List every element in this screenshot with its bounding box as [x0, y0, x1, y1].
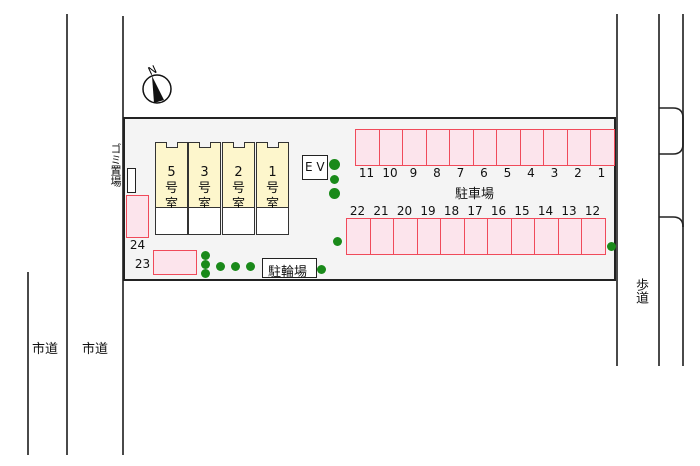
road-edge-line: [682, 14, 684, 366]
parking-slot-23: [153, 250, 197, 275]
tree-icon: [330, 175, 339, 184]
bicycle-parking-box: 駐輪場: [262, 258, 317, 280]
parking-number: 9: [409, 166, 418, 180]
road-edge-line: [66, 14, 68, 455]
parking-slot: [346, 218, 371, 255]
tree-icon: [201, 269, 210, 278]
elevator-label: E V: [305, 160, 325, 174]
parking-slot: [557, 218, 582, 255]
road-edge-line: [27, 272, 29, 455]
parking-number: 21: [373, 204, 389, 218]
parking-number: 17: [467, 204, 483, 218]
parking-slot: [566, 129, 591, 166]
parking-number: 19: [420, 204, 436, 218]
parking-number: 4: [527, 166, 535, 180]
tree-icon: [201, 251, 210, 260]
parking-slot: [590, 129, 615, 166]
garbage-area: [127, 168, 136, 193]
parking-slot: [472, 129, 497, 166]
parking-slot: [425, 129, 450, 166]
city-road-label: 市道: [32, 342, 59, 357]
parking-number: 5: [503, 166, 512, 180]
road-edge-line: [658, 14, 660, 366]
tree-icon: [201, 260, 210, 269]
parking-slot: [463, 218, 488, 255]
parking-slot: [534, 218, 559, 255]
parking-slot: [496, 129, 521, 166]
parking-number: 12: [584, 204, 601, 218]
parking-number: 24: [129, 238, 146, 252]
parking-slot: [355, 129, 380, 166]
parking-slot: [402, 129, 427, 166]
tree-icon: [329, 159, 340, 170]
tree-icon: [246, 262, 255, 271]
unit-balcony: [222, 208, 255, 235]
parking-number: 22: [349, 204, 366, 218]
parking-number: 23: [134, 257, 151, 271]
unit-balcony: [256, 208, 289, 235]
bicycle-parking-label: 駐輪場: [268, 265, 308, 280]
unit-balcony: [155, 208, 188, 235]
parking-slot: [543, 129, 568, 166]
parking-slot: [519, 129, 544, 166]
parking-number: 20: [396, 204, 413, 218]
sidewalk-label: 歩道: [633, 278, 648, 304]
tree-icon: [607, 242, 616, 251]
parking-slot: [440, 218, 465, 255]
parking-number: 14: [537, 204, 554, 218]
parking-slot: [449, 129, 474, 166]
parking-slot: [378, 129, 403, 166]
parking-number: 16: [490, 204, 507, 218]
tree-icon: [333, 237, 342, 246]
unit-entrance-notch: [233, 142, 245, 148]
unit-entrance-notch: [166, 142, 178, 148]
city-road-label: 市道: [82, 342, 109, 357]
parking-slot: [581, 218, 606, 255]
parking-number: 7: [456, 166, 465, 180]
parking-slot: [416, 218, 441, 255]
driveway-curb: [659, 107, 684, 228]
unit-entrance-notch: [199, 142, 211, 148]
parking-slot: [510, 218, 535, 255]
tree-icon: [216, 262, 225, 271]
elevator-box: E V: [302, 155, 328, 180]
parking-number: 6: [480, 166, 488, 180]
tree-icon: [231, 262, 240, 271]
parking-number: 8: [433, 166, 441, 180]
road-edge-line: [616, 14, 618, 366]
tree-icon: [317, 265, 326, 274]
parking-slot: [393, 218, 418, 255]
tree-icon: [329, 188, 340, 199]
unit-balcony: [188, 208, 221, 235]
parking-number: 13: [561, 204, 577, 218]
parking-slot: [369, 218, 394, 255]
north-compass-icon: N: [142, 63, 172, 104]
garbage-area-label: ゴミ置場: [109, 143, 122, 187]
parking-number: 1: [597, 166, 606, 180]
parking-slot-24: [126, 195, 149, 238]
parking-number: 10: [382, 166, 398, 180]
parking-number: 11: [358, 166, 375, 180]
parking-slot: [487, 218, 512, 255]
parking-number: 2: [574, 166, 582, 180]
unit-entrance-notch: [267, 142, 279, 148]
parking-number: 18: [443, 204, 460, 218]
parking-number: 15: [514, 204, 530, 218]
parking-number: 3: [550, 166, 559, 180]
parking-area-label: 駐車場: [455, 187, 495, 202]
